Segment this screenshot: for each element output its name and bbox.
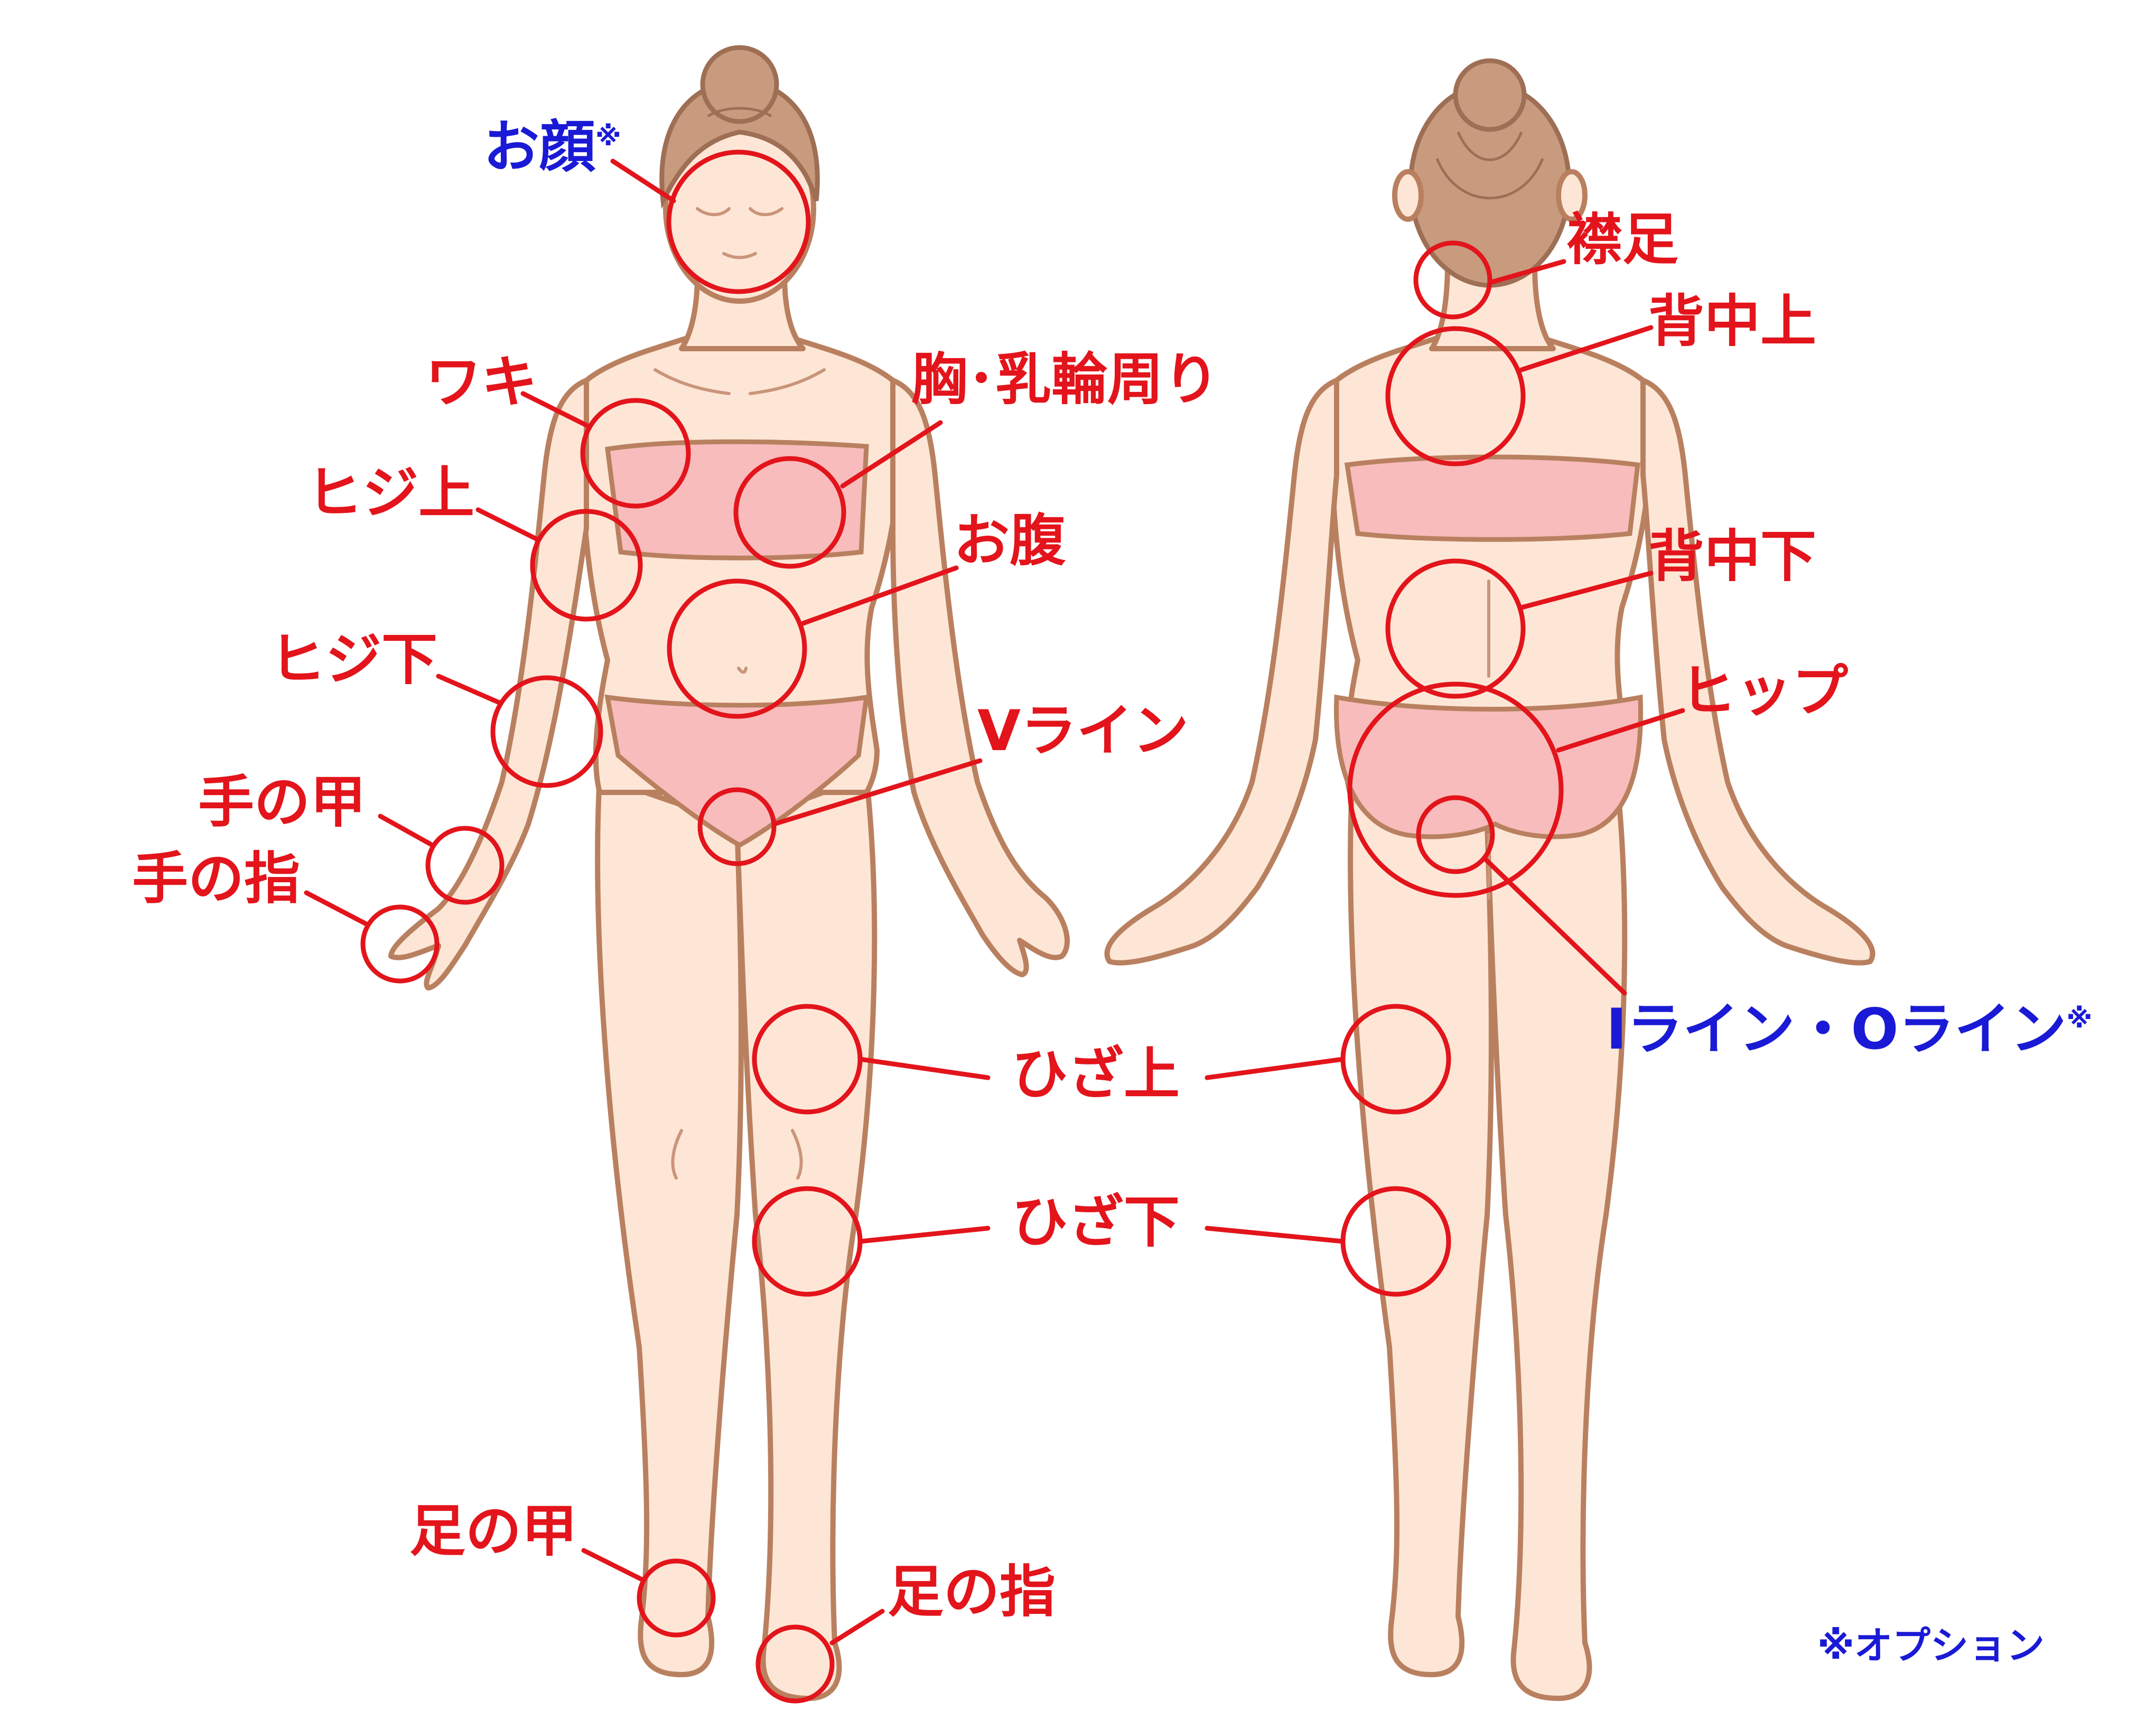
leader-above-knee-back [1205,1057,1346,1080]
label-face: お顔※ [483,115,621,180]
label-top-of-foot: 足の甲 [409,1499,577,1564]
leader-armpit [520,391,589,428]
label-armpit: ワキ [425,350,537,415]
leader-hip [1556,708,1685,753]
label-toes: 足の指 [888,1559,1056,1624]
ring-toes [755,1624,835,1704]
leader-nape [1487,259,1566,285]
back-figure [1104,58,1875,1701]
label-abdomen: お腹 [954,508,1066,573]
leader-face [610,158,676,203]
ring-lower-elbow [490,675,603,788]
leader-back-of-hand [378,814,433,847]
leader-below-knee-front [857,1226,991,1244]
ring-lower-back [1385,558,1526,699]
leader-top-of-foot [581,1548,645,1582]
ring-v-line [697,787,777,866]
label-below-knee: ひざ下 [1012,1190,1180,1255]
leader-v-line [771,758,983,827]
ring-upper-back [1385,326,1526,466]
leader-chest [840,420,943,489]
label-lower-back: 背中下 [1648,524,1816,589]
ring-chest [733,456,846,569]
label-chest: 胸･乳輪周り [911,347,1219,412]
leader-below-knee-back [1205,1226,1346,1244]
leader-abdomen [800,565,959,626]
label-hip: ヒップ [1680,659,1848,724]
label-v-line: Vライン [977,698,1189,763]
ring-upper-elbow [530,509,643,622]
marker-rings [360,149,1564,1704]
leader-above-knee-front [857,1057,991,1080]
label-fingers: 手の指 [132,846,300,911]
leader-lower-elbow [436,674,502,705]
ring-io-line [1416,795,1495,874]
leader-lines [304,158,1685,1646]
area-labels: お顔※ ワキ ヒジ上 ヒジ下 手の甲 手の指 胸･乳輪周り お腹 Vライン ひざ… [132,115,2092,1668]
front-figure [388,45,1070,1701]
ring-abdomen [667,578,807,719]
ring-back-of-hand [425,826,505,905]
label-above-knee: ひざ上 [1012,1042,1180,1107]
ring-fingers [360,904,440,984]
ring-nape [1413,240,1492,320]
leader-upper-back [1519,325,1654,372]
leader-upper-elbow [475,507,539,541]
leader-toes [829,1609,885,1646]
label-nape: 襟足 [1566,207,1678,272]
ring-armpit [580,398,691,509]
label-back-of-hand: 手の甲 [198,770,366,835]
ring-top-of-foot [637,1558,716,1638]
label-upper-back: 背中上 [1648,289,1816,354]
footnote-option: ※オプション [1817,1623,2045,1668]
label-lower-elbow: ヒジ下 [269,627,437,692]
label-io-line: Iライン・Oライン※ [1606,997,2092,1062]
leader-io-line [1482,856,1627,996]
ring-hip [1347,681,1564,898]
label-upper-elbow: ヒジ上 [306,461,474,526]
ring-face [666,149,811,294]
leader-fingers [304,890,370,927]
leader-lower-back [1519,571,1654,610]
